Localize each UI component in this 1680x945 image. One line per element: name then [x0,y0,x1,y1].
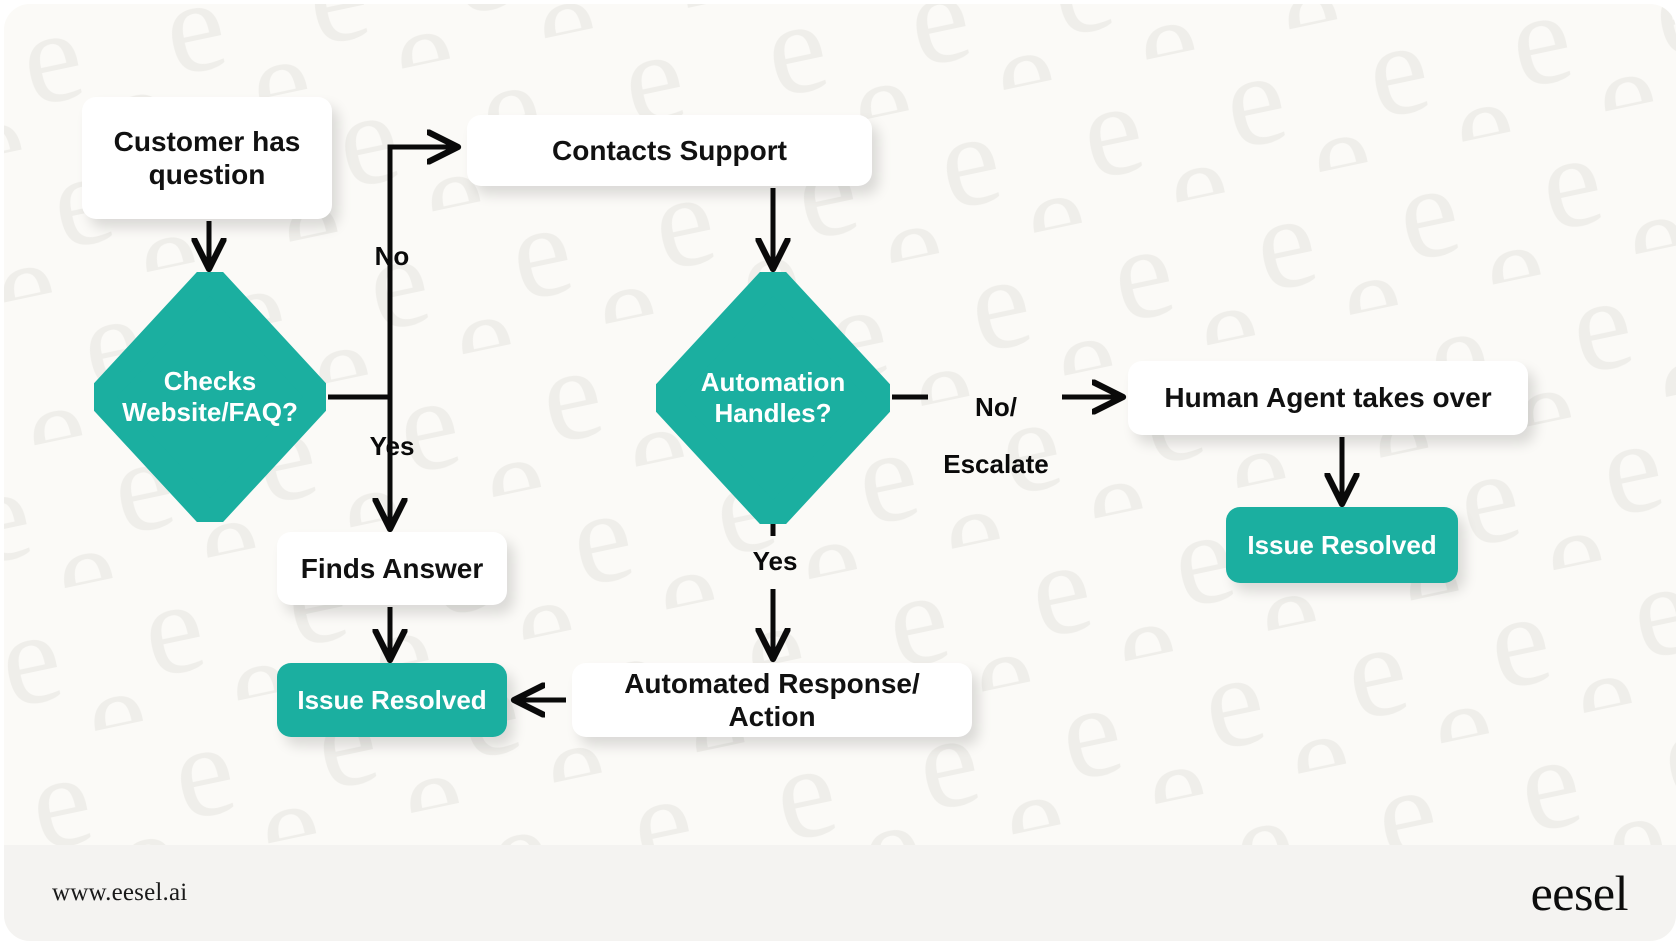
edge-label-no: No [374,241,410,271]
node-finds-answer[interactable]: Finds Answer [277,532,507,605]
edge-label-no-escalate-line2: Escalate [943,448,1049,479]
node-label: Automation Handles? [700,367,846,428]
node-customer-has-question[interactable]: Customer has question [82,97,332,219]
node-label: Finds Answer [300,552,484,584]
node-automated-response[interactable]: Automated Response/ Action [572,663,972,737]
node-label: Human Agent takes over [1164,382,1492,414]
node-human-agent[interactable]: Human Agent takes over [1128,361,1528,435]
eesel-logo: eesel [1530,865,1629,921]
node-label: Checks Website/FAQ? [122,366,298,427]
diagram-card: e e e [4,4,1676,941]
node-automation-handles[interactable]: Automation Handles? [656,272,890,524]
diamond-shape [656,272,890,524]
node-label: Issue Resolved [1247,529,1437,560]
edge-label-yes-left: Yes [369,431,415,461]
edge-label-no-escalate: No/ Escalate [926,364,1066,507]
footer-bar: www.eesel.ai eesel [4,845,1676,941]
node-issue-resolved-left[interactable]: Issue Resolved [277,663,507,737]
node-label: Issue Resolved [297,684,487,715]
node-label: Customer has question [113,125,301,190]
node-label: Automated Response/ Action [624,667,920,732]
edge-checks-no-to-contacts [387,147,455,397]
node-contacts-support[interactable]: Contacts Support [467,115,872,186]
edge-label-no-escalate-line1: No/ [975,391,1017,422]
node-checks-website-faq[interactable]: Checks Website/FAQ? [94,272,326,522]
diamond-shape [94,272,326,522]
node-label: Contacts Support [552,134,787,166]
node-issue-resolved-right[interactable]: Issue Resolved [1226,507,1458,583]
flowchart: Customer has question Checks Website/FAQ… [4,4,1676,819]
edge-label-yes-right: Yes [752,546,798,576]
footer-url[interactable]: www.eesel.ai [52,879,188,906]
